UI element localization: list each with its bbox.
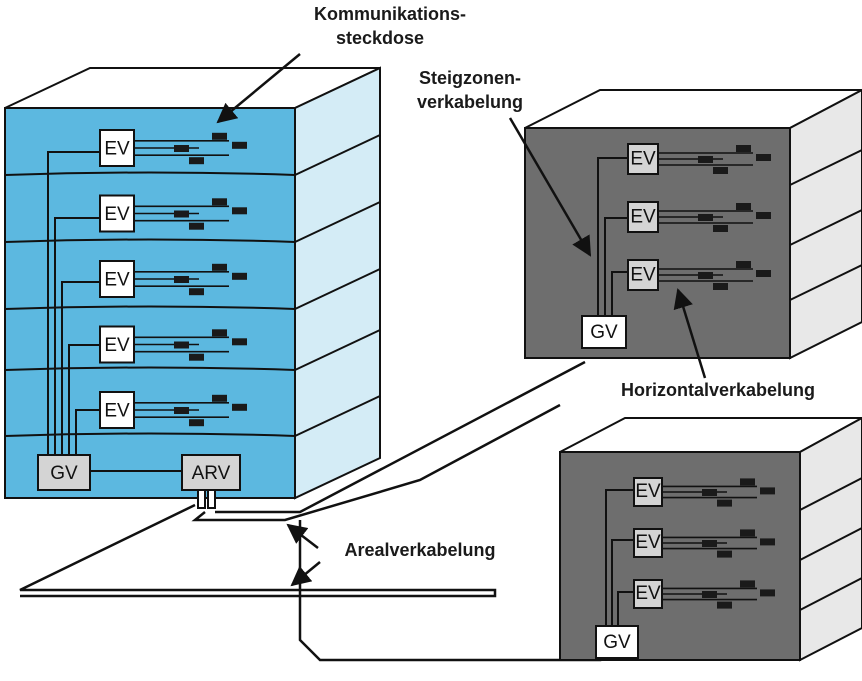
outlet bbox=[174, 407, 189, 414]
outlet bbox=[698, 156, 713, 163]
ev-label: EV bbox=[104, 138, 130, 159]
building-right-bottom-gv: GV bbox=[595, 625, 639, 659]
outlet bbox=[232, 403, 247, 411]
horizontal-label: Horizontalverkabelung bbox=[621, 380, 815, 400]
ev-label: EV bbox=[635, 481, 661, 502]
outlet bbox=[756, 212, 771, 219]
building-left-arv: ARV bbox=[181, 454, 241, 509]
riser-label-line1: Steigzonen- bbox=[419, 68, 521, 88]
ev-label: EV bbox=[104, 269, 130, 290]
outlet bbox=[702, 540, 717, 547]
building-right-bottom-side bbox=[799, 416, 862, 662]
label-horizontal: Horizontalverkabelung bbox=[621, 288, 815, 400]
outlet bbox=[760, 589, 775, 597]
floor-distributor: EV bbox=[99, 391, 247, 429]
outlet bbox=[212, 198, 227, 206]
outlet bbox=[702, 591, 717, 598]
outlet bbox=[760, 487, 775, 495]
outlet bbox=[702, 489, 717, 496]
outlet bbox=[189, 419, 204, 427]
building-right-bottom: EV EV EV GV bbox=[559, 416, 862, 662]
floor-distributor: EV bbox=[99, 194, 247, 233]
ev-label: EV bbox=[104, 204, 130, 225]
label-campus: Arealverkabelung bbox=[286, 523, 496, 587]
campus-arrow-1 bbox=[286, 523, 319, 549]
outlet bbox=[174, 341, 189, 349]
outlet bbox=[232, 338, 247, 346]
building-right-top: EV EV EV GV bbox=[524, 88, 862, 360]
ev-label: EV bbox=[630, 206, 656, 227]
floor-distributor: EV bbox=[627, 259, 771, 291]
outlet bbox=[232, 272, 247, 280]
ev-label: EV bbox=[104, 335, 130, 356]
outlet bbox=[717, 550, 732, 558]
outlet-label-line1: Kommunikations- bbox=[314, 4, 466, 24]
outlet bbox=[189, 157, 204, 165]
outlet bbox=[232, 141, 247, 149]
outlet bbox=[713, 283, 728, 290]
outlet bbox=[736, 203, 751, 210]
floor-distributor: EV bbox=[633, 579, 775, 609]
floor-distributor: EV bbox=[627, 201, 771, 233]
outlet bbox=[717, 601, 732, 609]
outlet bbox=[713, 225, 728, 232]
horizontal-arrow bbox=[673, 288, 707, 379]
campus-arrow-2 bbox=[290, 561, 321, 587]
arv-label: ARV bbox=[192, 463, 231, 484]
floor-distributor: EV bbox=[633, 477, 775, 507]
building-right-top-gv: GV bbox=[581, 315, 627, 349]
label-outlet: Kommunikations- steckdose bbox=[216, 4, 466, 124]
gv-label: GV bbox=[50, 463, 78, 484]
outlet bbox=[736, 145, 751, 152]
outlet bbox=[756, 270, 771, 277]
outlet bbox=[760, 538, 775, 546]
floor-distributor: EV bbox=[627, 143, 771, 175]
outlet bbox=[174, 145, 189, 152]
gv-label: GV bbox=[590, 322, 618, 343]
outlet bbox=[740, 478, 755, 486]
floor-distributor: EV bbox=[633, 528, 775, 558]
outlet bbox=[189, 222, 204, 230]
floor-distributor: EV bbox=[99, 129, 247, 167]
building-right-top-front bbox=[524, 127, 791, 359]
outlet bbox=[212, 263, 227, 271]
outlet bbox=[212, 132, 227, 140]
outlet bbox=[717, 499, 732, 507]
outlet bbox=[698, 272, 713, 279]
outlet bbox=[212, 329, 227, 337]
outlet-arrow bbox=[216, 53, 301, 124]
outlet bbox=[174, 276, 189, 283]
outlet bbox=[713, 167, 728, 174]
floor-distributor: EV bbox=[99, 325, 247, 364]
building-right-bottom-front bbox=[559, 451, 801, 661]
campus-label: Arealverkabelung bbox=[344, 540, 495, 560]
outlet bbox=[189, 288, 204, 296]
riser-label-line2: verkabelung bbox=[417, 92, 523, 112]
ev-label: EV bbox=[635, 532, 661, 553]
building-right-top-side bbox=[789, 88, 862, 360]
outlet bbox=[736, 261, 751, 268]
outlet bbox=[174, 210, 189, 218]
ev-label: EV bbox=[104, 400, 130, 421]
label-riser: Steigzonen- verkabelung bbox=[417, 68, 592, 257]
outlet bbox=[232, 207, 247, 215]
outlet bbox=[212, 394, 227, 402]
outlet bbox=[698, 214, 713, 221]
building-left-side bbox=[294, 66, 381, 500]
building-left-gv: GV bbox=[37, 454, 91, 491]
riser-arrow bbox=[508, 117, 592, 257]
floor-distributor: EV bbox=[99, 260, 247, 298]
outlet bbox=[740, 529, 755, 537]
outlet bbox=[740, 580, 755, 588]
outlet-label-line2: steckdose bbox=[336, 28, 424, 48]
outlet bbox=[189, 353, 204, 361]
building-left: EV EV EV EV EV GV ARV bbox=[4, 66, 381, 509]
ev-label: EV bbox=[635, 583, 661, 604]
gv-label: GV bbox=[603, 632, 631, 653]
outlet bbox=[756, 154, 771, 161]
ev-label: EV bbox=[630, 264, 656, 285]
ev-label: EV bbox=[630, 148, 656, 169]
